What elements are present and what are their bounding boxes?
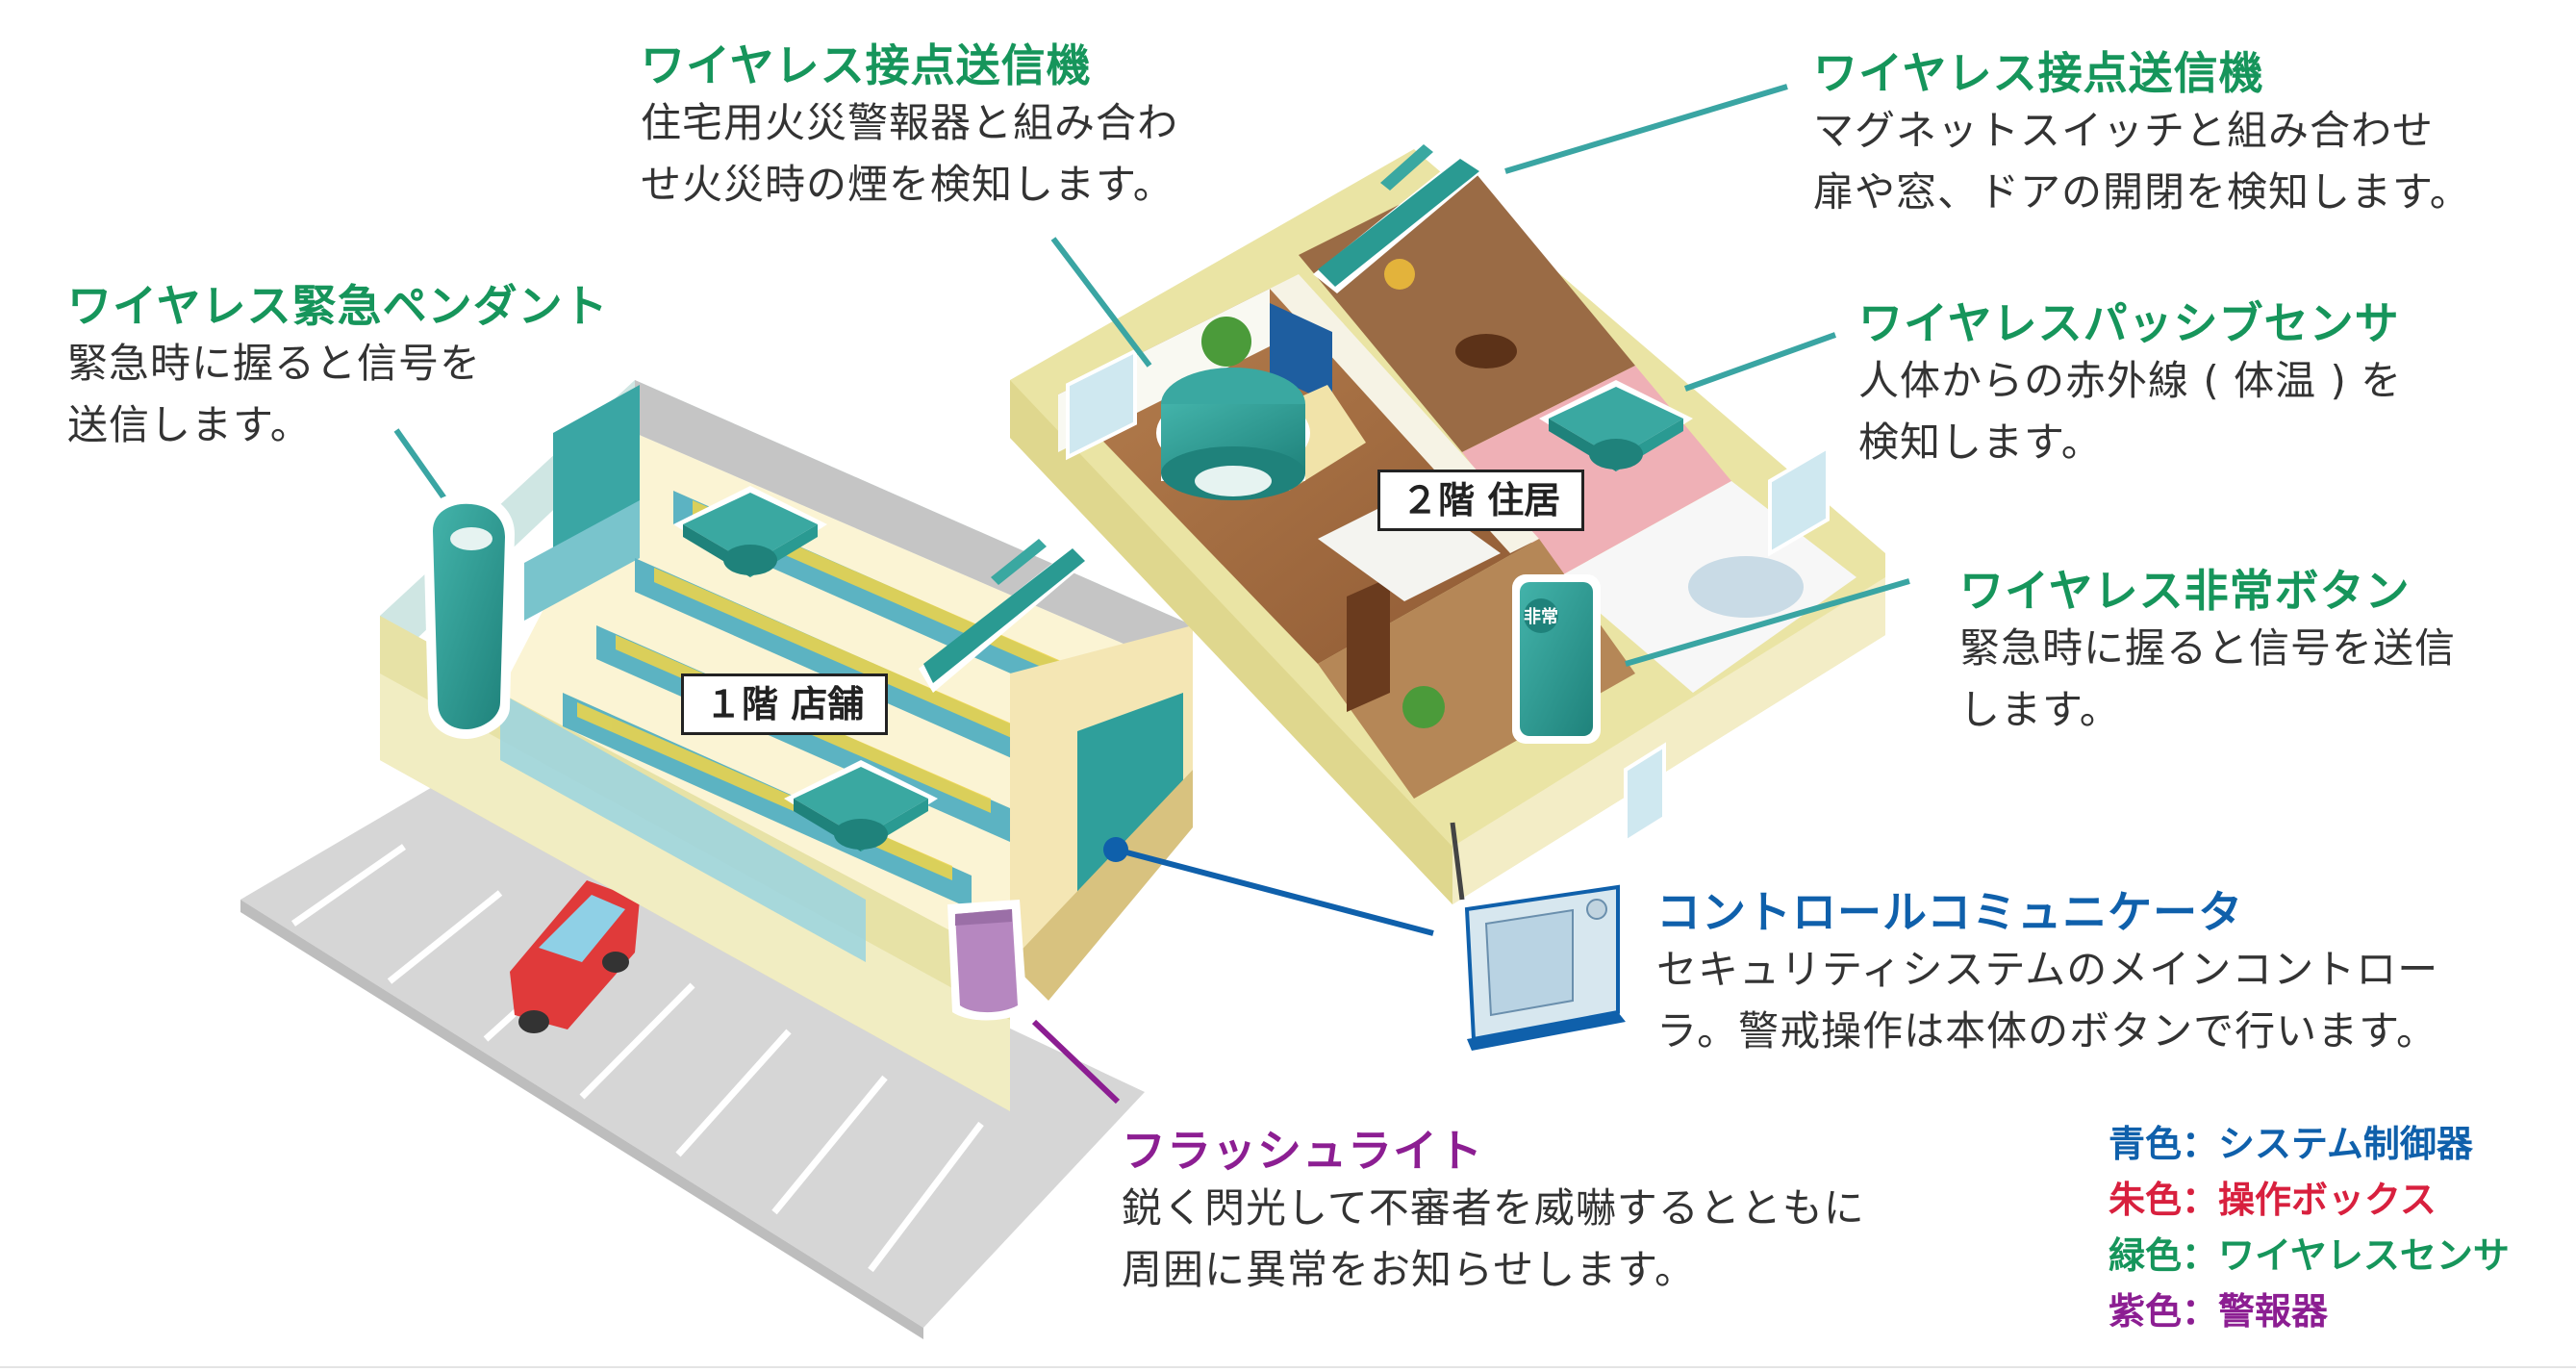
- callout-title: ワイヤレス非常ボタン: [1959, 565, 2411, 617]
- callout-title: ワイヤレス接点送信機: [641, 39, 1092, 91]
- callout-description: セキュリティシステムのメインコントロー ラ。警戒操作は本体のボタンで行います。: [1656, 946, 2439, 1054]
- emergency-button-device: 非常: [1512, 574, 1601, 744]
- parked-car: [510, 880, 640, 1033]
- emergency-button-badge: 非常: [1524, 606, 1558, 626]
- wireless-pendant-device: [423, 492, 515, 739]
- callout-controller: コントロールコミュニケータ セキュリティシステムのメインコントロー ラ。警戒操作…: [1656, 885, 2438, 1062]
- callout-description: 緊急時に握ると信号を送信 します。: [1959, 624, 2457, 733]
- callout-flash-light: フラッシュライト 鋭く閃光して不審者を威嚇するとともに 周囲に異常をお知らせしま…: [1122, 1124, 1865, 1301]
- callout-description: 人体からの赤外線 ( 体温 ) を 検知します。: [1858, 357, 2403, 466]
- passive-sensor-1f-bottom: [784, 760, 938, 851]
- contact-transmitter-2f: [1313, 144, 1486, 293]
- callout-contact-magnet: ワイヤレス接点送信機 マグネットスイッチと組み合わせ 扉や窓、ドアの開閉を検知し…: [1813, 46, 2471, 223]
- callout-title: ワイヤレス緊急ペンダント: [67, 280, 609, 332]
- fire-alarm-transmitter-device: [1156, 368, 1310, 500]
- callout-description: マグネットスイッチと組み合わせ 扉や窓、ドアの開閉を検知します。: [1813, 107, 2471, 216]
- bottom-divider: [0, 1366, 2576, 1368]
- callout-pendant: ワイヤレス緊急ペンダント 緊急時に握ると信号を 送信します。: [67, 279, 609, 456]
- floor-label-first: １階 店舗: [681, 673, 889, 735]
- flash-light-device: [947, 900, 1027, 1021]
- legend-item: 紫色：警報器: [2109, 1290, 2329, 1333]
- color-legend: 青色：システム制御器 朱色：操作ボックス 緑色：ワイヤレスセンサ 紫色：警報器: [2109, 1116, 2510, 1339]
- callout-contact-fire: ワイヤレス接点送信機 住宅用火災警報器と組み合わ せ火災時の煙を検知します。: [641, 38, 1178, 216]
- passive-sensor-1f-top: [673, 486, 827, 577]
- callout-description: 緊急時に握ると信号を 送信します。: [67, 340, 482, 448]
- callout-description: 住宅用火災警報器と組み合わ せ火災時の煙を検知します。: [641, 99, 1179, 208]
- floor-label-second: ２階 住居: [1377, 470, 1585, 531]
- leader-lines: [393, 84, 1910, 1105]
- legend-item: 緑色：ワイヤレスセンサ: [2109, 1234, 2510, 1277]
- contact-transmitter-1f: [919, 539, 1092, 693]
- callout-title: ワイヤレスパッシブセンサ: [1858, 297, 2400, 349]
- control-communicator-device: [1450, 822, 1626, 1051]
- callout-title: ワイヤレス接点送信機: [1813, 47, 2264, 99]
- callout-passive-sensor: ワイヤレスパッシブセンサ 人体からの赤外線 ( 体温 ) を 検知します。: [1858, 296, 2402, 473]
- legend-item: 朱色：操作ボックス: [2109, 1179, 2437, 1221]
- callout-title: コントロールコミュニケータ: [1656, 886, 2244, 938]
- passive-sensor-2f: [1539, 380, 1693, 471]
- callout-title: フラッシュライト: [1122, 1125, 1483, 1177]
- callout-emergency-button: ワイヤレス非常ボタン 緊急時に握ると信号を送信 します。: [1959, 564, 2456, 741]
- legend-item: 青色：システム制御器: [2109, 1123, 2473, 1165]
- callout-description: 鋭く閃光して不審者を威嚇するとともに 周囲に異常をお知らせします。: [1122, 1184, 1865, 1293]
